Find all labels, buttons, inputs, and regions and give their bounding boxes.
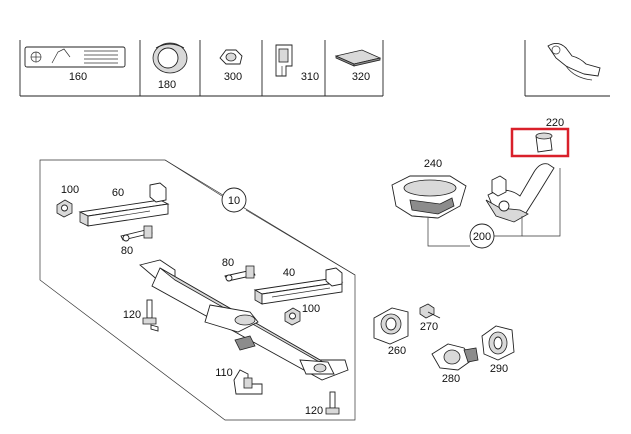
document-plate-icon	[24, 46, 126, 68]
bracket-icon	[275, 44, 293, 77]
drawbar-assembly-group: 10 100 60 80	[39, 159, 356, 421]
part-label-80-left: 80	[121, 245, 133, 257]
loose-parts-group: 270 260 280 290	[373, 303, 515, 385]
bolt-120-upper-icon	[142, 299, 159, 332]
socket-housing-240-icon	[391, 175, 467, 219]
part-label-310: 310	[301, 71, 319, 83]
bracket-rail-40-icon	[253, 267, 344, 305]
callout-circle-200	[469, 223, 495, 249]
part-label-160: 160	[69, 71, 87, 83]
part-label-110: 110	[215, 367, 233, 379]
part-label-40: 40	[283, 267, 295, 279]
nut-100-left-icon	[56, 199, 73, 218]
part-label-260: 260	[388, 345, 406, 357]
part-label-270: 270	[420, 321, 438, 333]
part-label-280: 280	[442, 373, 460, 385]
bracket-rail-60-icon	[78, 182, 170, 227]
grommet-260-icon	[373, 307, 409, 345]
part-label-290: 290	[490, 363, 508, 375]
bolt-80-right-icon	[224, 265, 256, 282]
part-label-240: 240	[424, 158, 442, 170]
bolt-120-lower-icon	[325, 391, 340, 415]
tow-ball-neck-icon	[485, 163, 555, 223]
bolt-80-left-icon	[120, 225, 153, 242]
part-label-220: 220	[546, 117, 564, 129]
part-label-10: 10	[228, 195, 240, 207]
wiring-harness-icon	[547, 43, 601, 81]
part-label-300: 300	[224, 71, 242, 83]
part-label-80-right: 80	[222, 257, 234, 269]
part-label-320: 320	[352, 71, 370, 83]
ring-seal-icon	[152, 42, 188, 74]
nut-100-right-icon	[284, 307, 301, 326]
part-label-200: 200	[473, 231, 491, 243]
pad-icon	[334, 49, 382, 67]
tow-ball-assembly-group: 240 220 200	[391, 117, 570, 249]
part-label-100-right: 100	[302, 303, 320, 315]
connector-plug-280-icon	[431, 343, 479, 371]
highlight-box-220[interactable]	[510, 127, 570, 158]
part-label-100-left: 100	[61, 184, 79, 196]
screw-270-icon	[419, 303, 441, 319]
clip-icon	[219, 49, 243, 65]
clamp-110-icon	[233, 369, 263, 395]
part-label-180: 180	[158, 79, 176, 91]
callout-circle-10	[221, 187, 247, 213]
seal-ring-290-icon	[481, 325, 515, 361]
part-label-60: 60	[112, 187, 124, 199]
part-label-120-upper: 120	[123, 309, 141, 321]
header-parts-row: 160 180 300 310 320	[19, 40, 610, 97]
ball-cap-220-icon	[535, 132, 553, 153]
part-label-120-lower: 120	[305, 405, 323, 417]
drawbar-beam-icon	[139, 259, 349, 381]
